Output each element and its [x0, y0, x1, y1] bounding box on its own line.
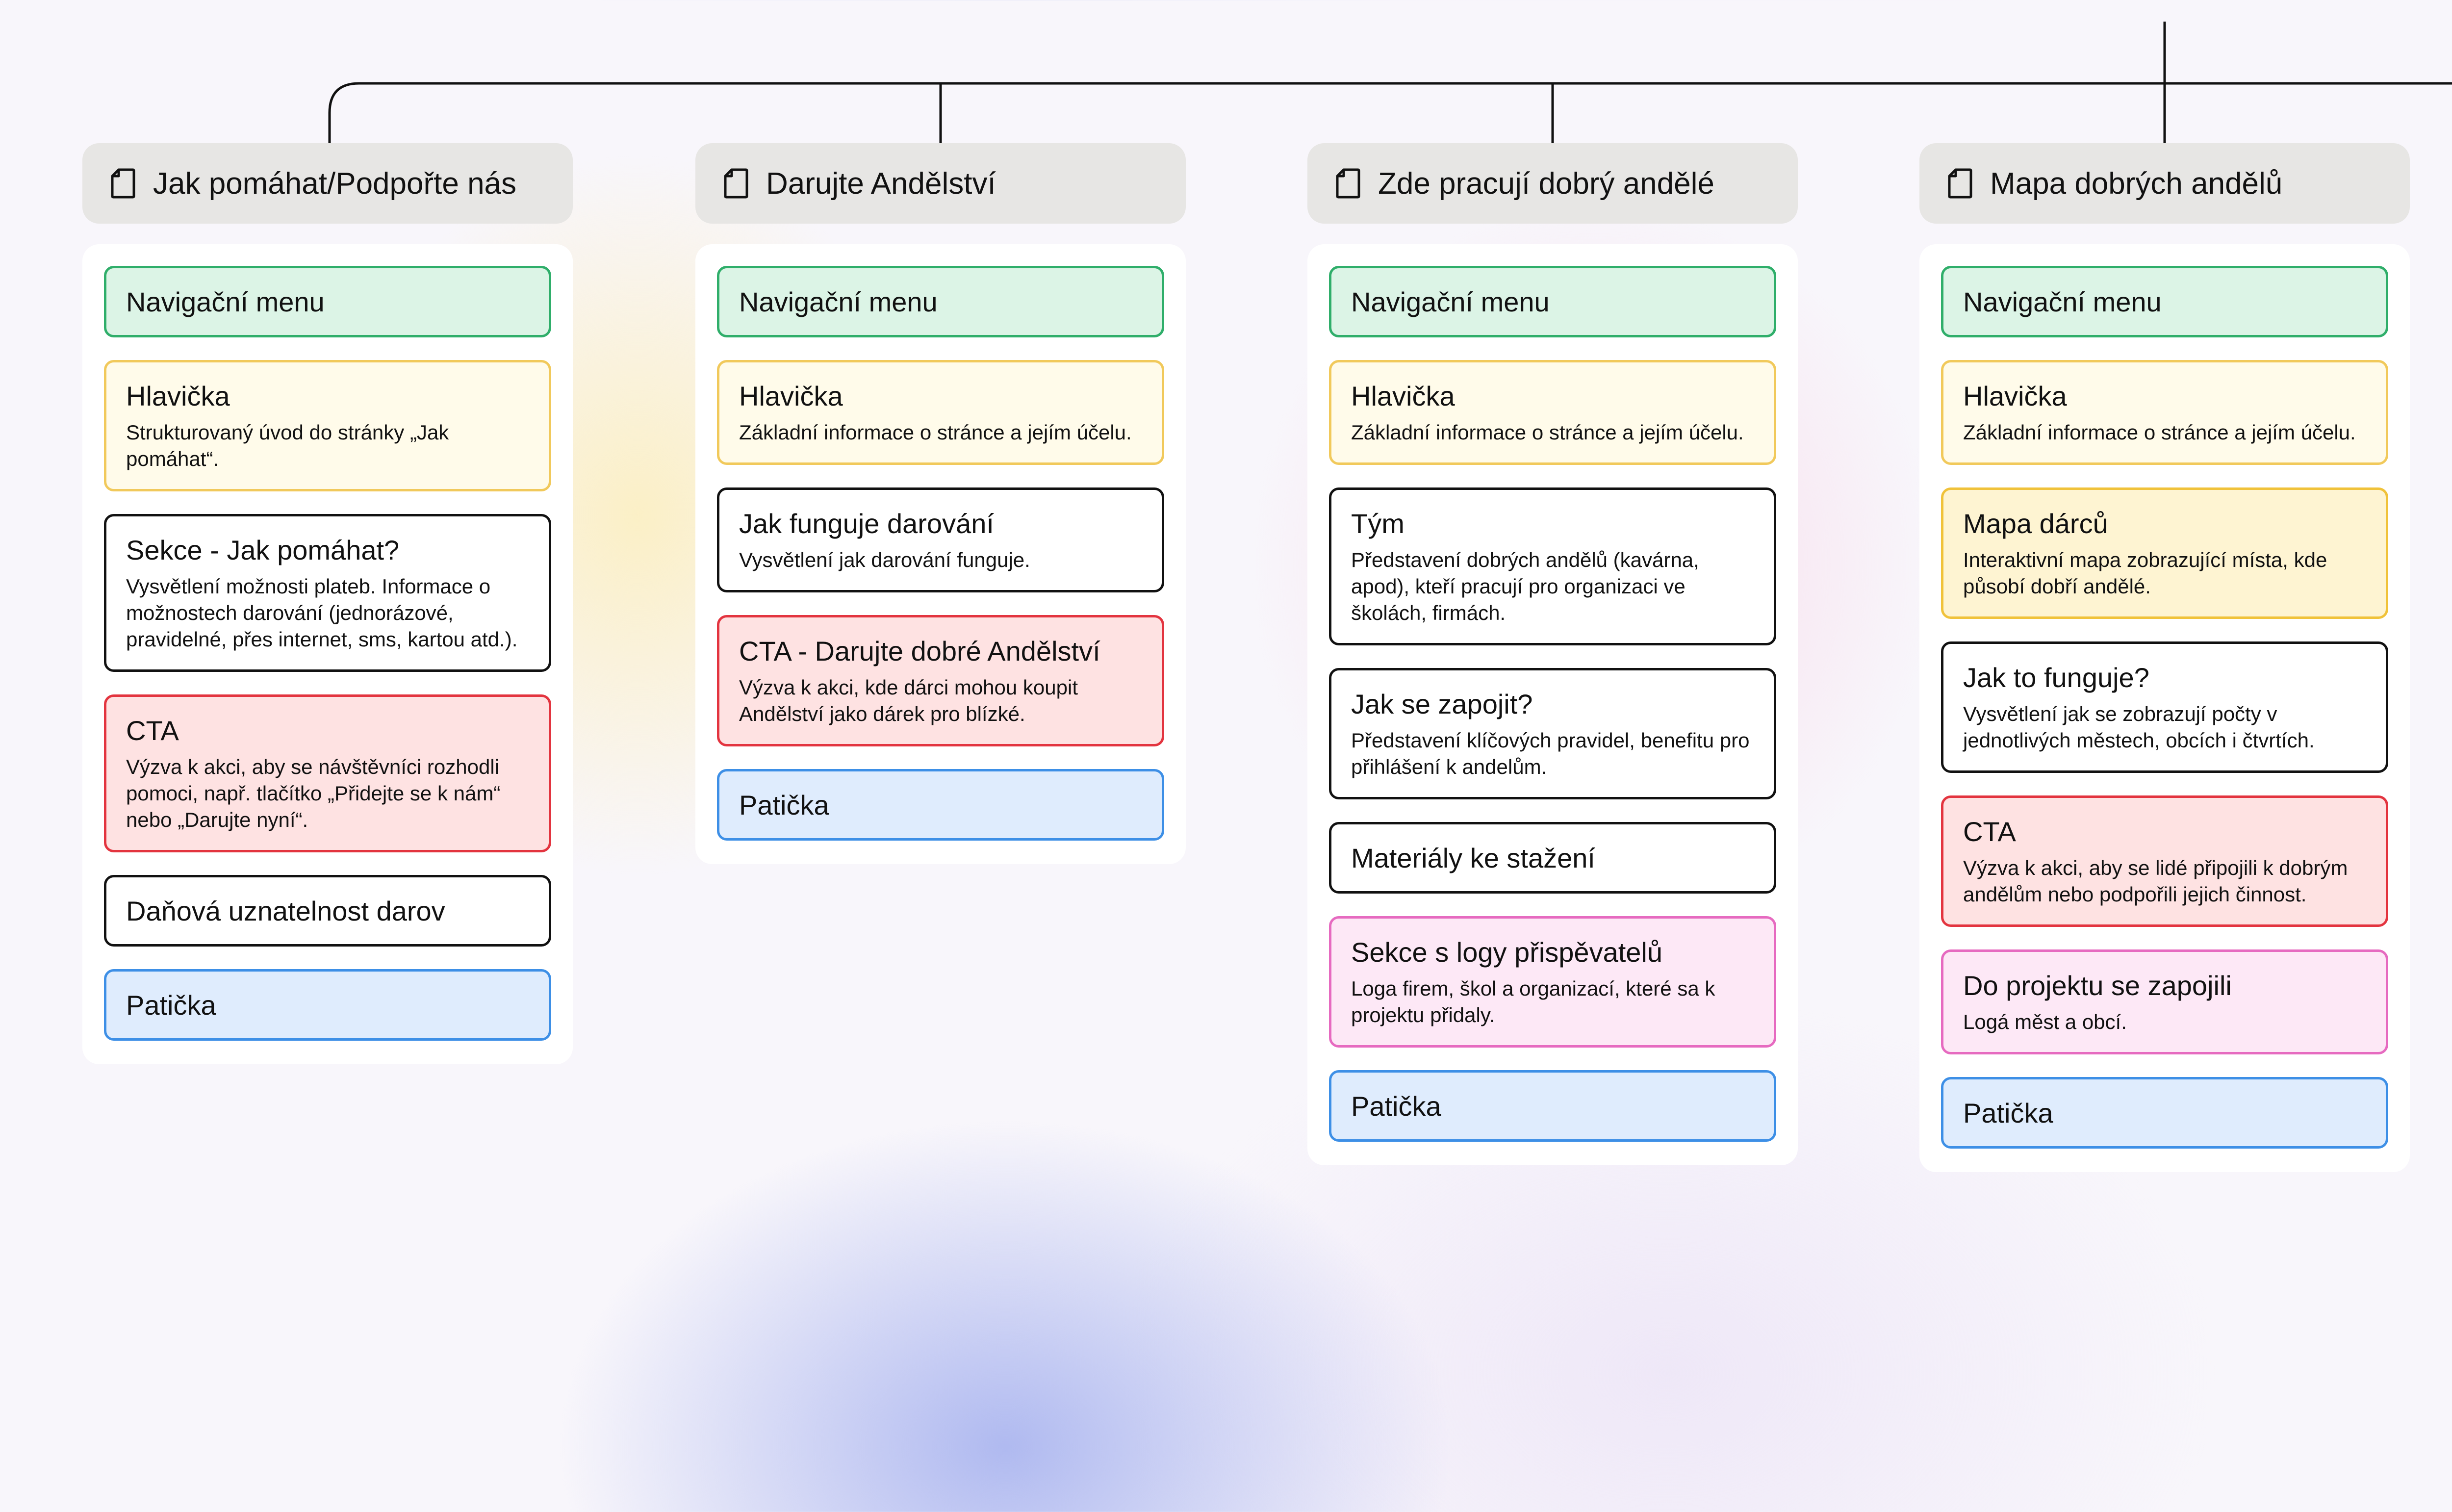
section-title: Navigační menu: [1963, 286, 2162, 317]
page-title: Jak pomáhat/Podpořte nás: [153, 166, 517, 201]
section-title: Jak to funguje?: [1963, 662, 2149, 693]
section-card[interactable]: Jak to funguje? Vysvětlení jak se zobrazu…: [1941, 641, 2388, 773]
page-title: Darujte Andělství: [766, 166, 996, 201]
section-card[interactable]: CTA Výzva k akci, aby se návštěvníci rozh…: [104, 694, 551, 852]
section-card[interactable]: Patička: [1941, 1077, 2388, 1149]
section-title: Hlavička: [126, 381, 230, 411]
section-card[interactable]: Patička: [717, 769, 1164, 841]
page-icon: [1948, 168, 1972, 199]
section-title: Hlavička: [1963, 381, 2067, 411]
section-card[interactable]: Materiály ke stažení: [1329, 822, 1776, 894]
section-title: Jak funguje darování: [739, 508, 994, 539]
page-header[interactable]: Darujte Andělství: [695, 143, 1186, 224]
section-title: Navigační menu: [1351, 286, 1550, 317]
page-header[interactable]: Jak pomáhat/Podpořte nás: [82, 143, 573, 224]
section-description: Strukturovaný úvod do stránky „Jak pomáh…: [126, 421, 449, 470]
section-card[interactable]: Navigační menu: [1329, 266, 1776, 337]
page-icon: [1336, 168, 1360, 199]
section-title: Hlavička: [1351, 381, 1455, 411]
page-header[interactable]: Mapa dobrých andělů: [1919, 143, 2410, 224]
page-icon: [111, 168, 135, 199]
section-card[interactable]: Sekce - Jak pomáhat? Vysvětlení možnosti …: [104, 514, 551, 672]
section-card[interactable]: CTA Výzva k akci, aby se lidé připojili k…: [1941, 795, 2388, 927]
section-description: Výzva k akci, aby se lidé připojili k do…: [1963, 856, 2348, 906]
section-title: Navigační menu: [126, 286, 325, 317]
section-title: CTA: [1963, 816, 2016, 847]
section-title: Jak se zapojit?: [1351, 689, 1533, 719]
section-title: Patička: [739, 790, 829, 820]
section-title: Patička: [126, 990, 216, 1021]
page-icon: [724, 168, 748, 199]
section-title: Navigační menu: [739, 286, 938, 317]
section-card[interactable]: Daňová uznatelnost darov: [104, 875, 551, 947]
section-description: Vysvětlení možnosti plateb. Informace o …: [126, 575, 518, 651]
section-description: Základní informace o stránce a jejím úče…: [739, 421, 1132, 444]
section-card[interactable]: Patička: [104, 969, 551, 1041]
section-description: Vysvětlení jak se zobrazují počty v jedn…: [1963, 702, 2315, 752]
section-title: Patička: [1351, 1091, 1441, 1122]
section-title: Daňová uznatelnost darov: [126, 896, 445, 926]
section-description: Výzva k akci, aby se návštěvníci rozhodl…: [126, 755, 501, 831]
section-description: Loga firem, škol a organizací, které sa …: [1351, 977, 1715, 1026]
page-title: Zde pracují dobrý andělé: [1378, 166, 1714, 201]
section-card[interactable]: Navigační menu: [104, 266, 551, 337]
section-title: Sekce s logy přispěvatelů: [1351, 937, 1663, 968]
section-description: Základní informace o stránce a jejím úče…: [1963, 421, 2356, 444]
section-card[interactable]: Navigační menu: [1941, 266, 2388, 337]
section-card[interactable]: Patička: [1329, 1070, 1776, 1142]
section-title: CTA: [126, 715, 179, 746]
section-description: Představení dobrých andělů (kavárna, apo…: [1351, 548, 1699, 624]
section-card[interactable]: Jak se zapojit? Představení klíčových pra…: [1329, 668, 1776, 799]
section-title: Mapa dárců: [1963, 508, 2108, 539]
section-description: Představení klíčových pravidel, benefitu…: [1351, 729, 1750, 778]
section-description: Výzva k akci, kde dárci mohou koupit And…: [739, 676, 1078, 725]
section-title: Tým: [1351, 508, 1405, 539]
section-title: Materiály ke stažení: [1351, 843, 1595, 873]
section-card[interactable]: Navigační menu: [717, 266, 1164, 337]
section-description: Vysvětlení jak darování funguje.: [739, 548, 1030, 571]
section-title: CTA - Darujte dobré Andělství: [739, 636, 1100, 666]
section-title: Patička: [1963, 1098, 2053, 1128]
section-description: Logá měst a obcí.: [1963, 1010, 2127, 1033]
page-header[interactable]: Zde pracují dobrý andělé: [1307, 143, 1798, 224]
section-title: Hlavička: [739, 381, 843, 411]
page-title: Mapa dobrých andělů: [1990, 166, 2283, 201]
section-description: Základní informace o stránce a jejím úče…: [1351, 421, 1744, 444]
section-title: Sekce - Jak pomáhat?: [126, 535, 400, 565]
section-title: Do projektu se zapojili: [1963, 970, 2232, 1001]
section-description: Interaktivní mapa zobrazující místa, kde…: [1963, 548, 2327, 598]
